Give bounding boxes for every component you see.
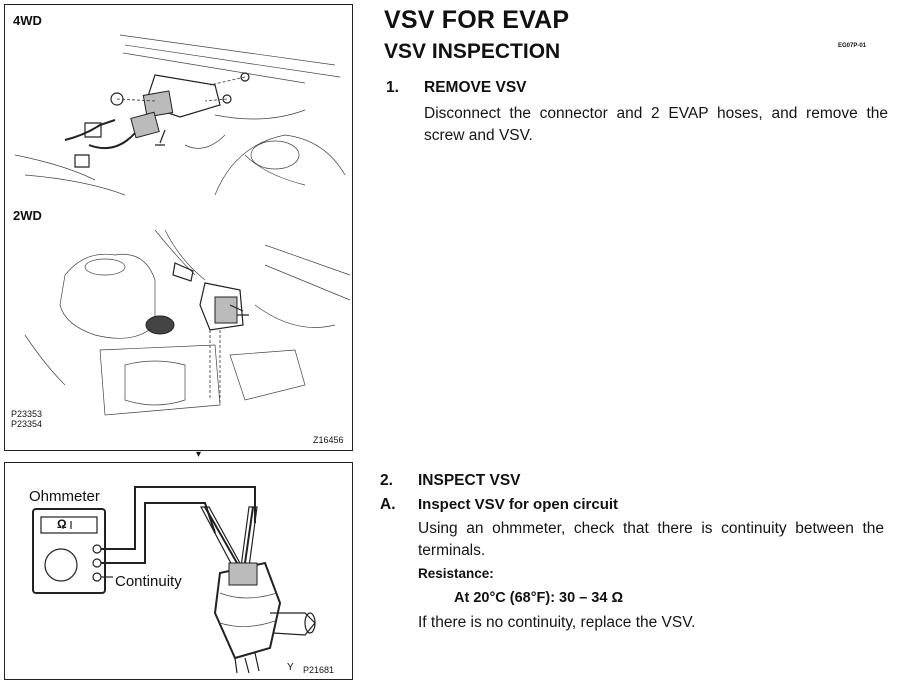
continuity-label: Continuity [115,573,182,590]
separator-dot: ▾ [196,449,202,460]
label-2wd: 2WD [13,208,42,223]
label-4wd: 4WD [13,13,42,28]
substep-a-heading: Inspect VSV for open circuit [418,496,619,513]
resistance-label: Resistance: [418,566,494,581]
page-title: VSV FOR EVAP [384,6,570,34]
inspection-illustration: Ohmmeter Ω Continuity Y P21681 [4,462,353,680]
page-subtitle: VSV INSPECTION [384,40,561,63]
vsv-4wd-drawing [14,34,346,196]
step-2-heading: INSPECT VSV [418,472,521,489]
document-code: EG07P-01 [838,43,867,49]
resistance-value: At 20°C (68°F): 30 – 34 Ω [454,590,624,606]
step-2-number: 2. [380,472,393,489]
substep-a-text: Using an ohmmeter, check that there is c… [418,520,884,559]
figure-code: P21681 [303,665,335,675]
figure-code-2: P23354 [11,419,43,429]
removal-illustration: 4WD [4,4,353,451]
substep-a-note: If there is no continuity, replace the V… [418,614,696,631]
ohmmeter-drawing [32,486,316,674]
ohmmeter-label: Ohmmeter [29,488,100,505]
ohmmeter-icon [32,508,106,594]
step-1-text: Disconnect the connector and 2 EVAP hose… [424,105,888,144]
substep-a-letter: A. [380,496,396,513]
step-1-number: 1. [386,79,399,96]
test-leads [101,486,258,578]
figure-code-3: Z16456 [313,435,344,445]
vsv-2wd-drawing [24,229,351,416]
figure-code-prefix: Y [287,662,294,673]
figure-code-1: P23353 [11,409,43,419]
step-1-heading: REMOVE VSV [424,79,527,96]
vsv-unit [213,561,316,674]
meter-symbol: Ω [57,517,67,531]
vsv-location-drawing [14,34,351,416]
